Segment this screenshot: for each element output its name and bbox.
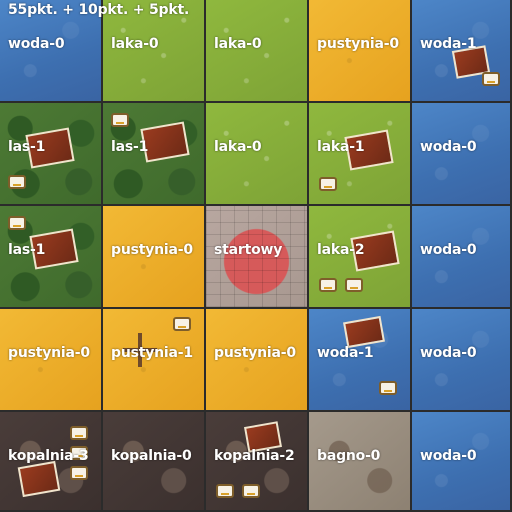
tile-label: woda-0 [420,448,477,464]
tile-r3-c4[interactable]: laka-2 [309,206,412,309]
tile-r2-c5[interactable]: woda-0 [412,103,512,206]
tile-r1-c1[interactable]: woda-0 [0,0,103,103]
tile-r5-c4[interactable]: bagno-0 [309,412,412,512]
tile-label: woda-0 [420,242,477,258]
tile-label: woda-1 [317,345,374,361]
tile-label: woda-1 [420,36,477,52]
tile-r2-c1[interactable]: las-1 [0,103,103,206]
tile-label: kopalnia-0 [111,448,192,464]
tile-label: laka-0 [214,36,262,52]
tile-label: woda-0 [420,345,477,361]
tile-r1-c3[interactable]: laka-0 [206,0,309,103]
tile-label: laka-1 [317,139,365,155]
crown-icon [173,317,191,331]
tile-label: woda-0 [420,139,477,155]
tile-label: pustynia-0 [214,345,296,361]
crown-icon [319,278,337,292]
tile-r5-c3[interactable]: kopalnia-2 [206,412,309,512]
tile-r1-c2[interactable]: laka-0 [103,0,206,103]
score-summary: 55pkt. + 10pkt. + 5pkt. [8,2,190,18]
tile-r2-c4[interactable]: laka-1 [309,103,412,206]
tile-r4-c3[interactable]: pustynia-0 [206,309,309,412]
crown-icon [70,466,88,480]
tile-label: las-1 [111,139,149,155]
crown-icon [482,72,500,86]
crown-icon [70,426,88,440]
tile-label: kopalnia-3 [8,448,89,464]
tile-r3-c3[interactable]: startowy [206,206,309,309]
tile-label: pustynia-0 [8,345,90,361]
crown-icon [379,381,397,395]
tile-r5-c1[interactable]: kopalnia-3 [0,412,103,512]
crown-icon [111,113,129,127]
tile-r3-c2[interactable]: pustynia-0 [103,206,206,309]
tile-label: pustynia-0 [317,36,399,52]
tile-label: bagno-0 [317,448,381,464]
tile-label: woda-0 [8,36,65,52]
building-icon [343,315,385,349]
tile-label: pustynia-0 [111,242,193,258]
tile-label: pustynia-1 [111,345,193,361]
crown-icon [242,484,260,498]
tile-r3-c5[interactable]: woda-0 [412,206,512,309]
tile-r1-c5[interactable]: woda-1 [412,0,512,103]
tile-r2-c2[interactable]: las-1 [103,103,206,206]
tile-r1-c4[interactable]: pustynia-0 [309,0,412,103]
tile-r4-c1[interactable]: pustynia-0 [0,309,103,412]
crown-icon [70,446,88,460]
crown-icon [216,484,234,498]
tile-r4-c4[interactable]: woda-1 [309,309,412,412]
tile-r2-c3[interactable]: laka-0 [206,103,309,206]
crown-icon [8,216,26,230]
tile-label: laka-0 [111,36,159,52]
tile-label: kopalnia-2 [214,448,295,464]
tile-label: las-1 [8,139,46,155]
tile-label: las-1 [8,242,46,258]
tile-r4-c2[interactable]: pustynia-1 [103,309,206,412]
tile-label: startowy [214,242,283,258]
crown-icon [319,177,337,191]
crown-icon [8,175,26,189]
building-icon [17,460,61,498]
tile-r5-c2[interactable]: kopalnia-0 [103,412,206,512]
tile-label: laka-2 [317,242,365,258]
windmill-icon [123,333,157,367]
crown-icon [345,278,363,292]
tile-r4-c5[interactable]: woda-0 [412,309,512,412]
tile-r5-c5[interactable]: woda-0 [412,412,512,512]
tile-r3-c1[interactable]: las-1 [0,206,103,309]
tile-label: laka-0 [214,139,262,155]
